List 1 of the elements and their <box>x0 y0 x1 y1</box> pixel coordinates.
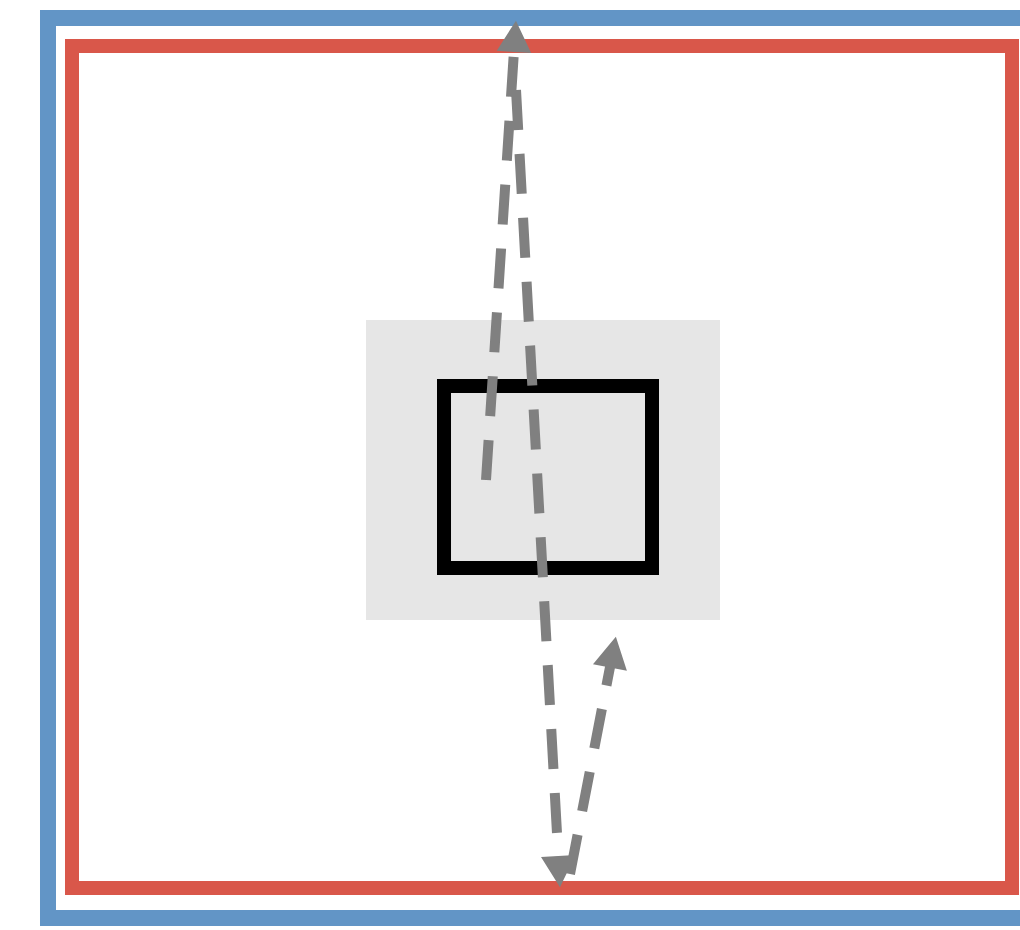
square-outline <box>437 379 659 575</box>
